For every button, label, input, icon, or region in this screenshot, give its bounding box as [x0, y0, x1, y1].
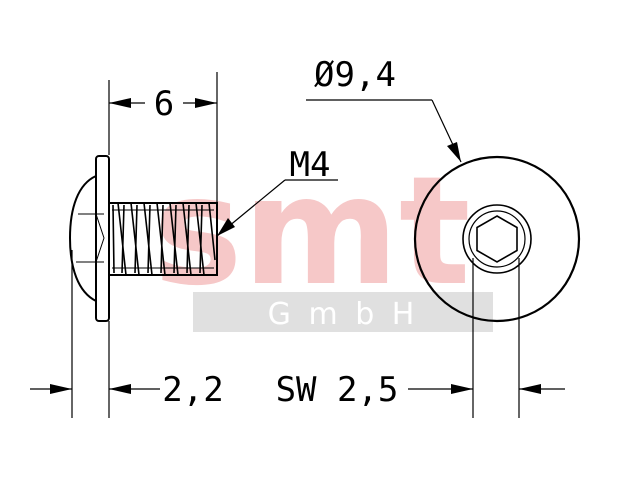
arrowhead	[217, 218, 235, 236]
watermark-sub: G m b H	[268, 297, 419, 332]
watermark-band	[193, 292, 493, 332]
screw-front-view	[413, 155, 581, 323]
head-diameter-label: Ø9,4	[314, 55, 396, 95]
arrowhead	[519, 384, 541, 394]
head-outer-circle	[413, 155, 581, 323]
screw-head-dome	[68, 175, 97, 302]
arrowhead	[451, 384, 473, 394]
hex-socket	[476, 215, 518, 263]
arrowhead	[109, 384, 131, 394]
watermark-brand: smt	[153, 145, 470, 319]
screw-side-view	[68, 155, 218, 322]
socket-size-label: SW 2,5	[276, 370, 399, 410]
arrowhead	[109, 98, 131, 108]
arrowhead	[50, 384, 72, 394]
screw-flange	[95, 155, 110, 322]
arrowhead	[447, 142, 461, 162]
socket-outer-circle	[462, 204, 532, 274]
socket-hidden-lines	[76, 213, 105, 263]
head-height-label: 2,2	[162, 370, 223, 410]
socket-inner-circle	[468, 210, 526, 268]
thread-lines	[112, 202, 216, 276]
arrowhead	[195, 98, 217, 108]
thread-label: M4	[290, 145, 331, 185]
length-label: 6	[154, 84, 174, 124]
watermark: smt G m b H	[153, 145, 493, 332]
screw-shank	[108, 202, 218, 276]
